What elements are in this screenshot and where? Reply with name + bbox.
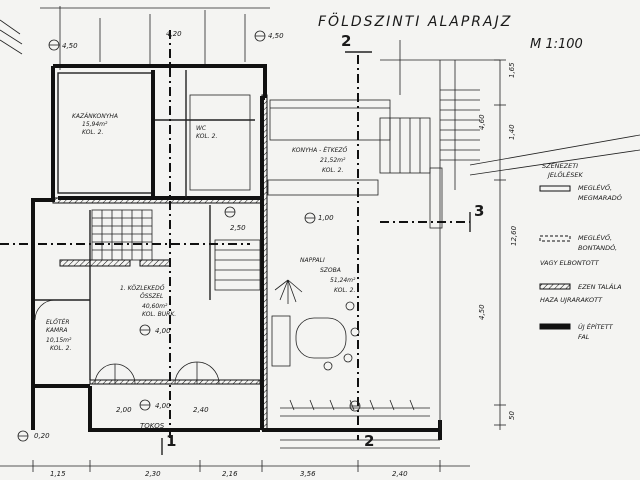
svg-text:4,20: 4,20	[166, 30, 182, 38]
svg-text:1,00: 1,00	[318, 214, 334, 222]
bottom-dim-2: 2,30	[145, 470, 161, 478]
legend-swatch-existing	[539, 185, 571, 192]
svg-text:TOKOS: TOKOS	[140, 422, 165, 430]
room-kozlekedo: 1. KÖZLEKEDŐ ÖSSZEL 40,60m² KOL. BURK.	[120, 285, 176, 318]
svg-text:KOL. 2.: KOL. 2.	[322, 167, 343, 174]
svg-text:4,00: 4,00	[155, 402, 171, 410]
svg-text:EZEN TALÁLA: EZEN TALÁLA	[578, 282, 622, 291]
svg-text:2,00: 2,00	[116, 406, 132, 414]
svg-text:4,50: 4,50	[478, 304, 486, 320]
svg-text:12,60: 12,60	[510, 225, 518, 246]
svg-text:1,65: 1,65	[508, 62, 516, 78]
svg-text:ELŐTÉR: ELŐTÉR	[46, 318, 69, 326]
svg-text:0,20: 0,20	[34, 432, 50, 440]
room-konyha-etkezo: KONYHA - ÉTKEZŐ 21,52m² KOL. 2.	[292, 146, 348, 174]
svg-text:1. KÖZLEKEDŐ: 1. KÖZLEKEDŐ	[120, 285, 165, 292]
bottom-dim-1: 1,15	[50, 470, 66, 478]
plan-title: FÖLDSZINTI ALAPRAJZ	[318, 12, 512, 30]
svg-text:NAPPALI: NAPPALI	[300, 257, 325, 264]
svg-text:MEGLÉVŐ,: MEGLÉVŐ,	[578, 233, 612, 242]
svg-text:KAMRA: KAMRA	[46, 327, 68, 334]
bottom-dim-3: 2,16	[222, 470, 238, 478]
hatched-walls	[52, 94, 268, 431]
plan-scale: M 1:100	[530, 37, 583, 52]
svg-text:2,40: 2,40	[193, 406, 209, 414]
svg-text:4,00: 4,00	[155, 327, 171, 335]
svg-text:15,94m²: 15,94m²	[82, 121, 108, 128]
legend-swatch-rebuilt	[539, 283, 571, 290]
room-wc: WC KOL. 2.	[196, 125, 217, 140]
svg-text:4,50: 4,50	[268, 32, 284, 40]
svg-text:MEGMARADÓ: MEGMARADÓ	[578, 193, 622, 202]
svg-text:ÚJ ÉPÍTETT: ÚJ ÉPÍTETT	[578, 322, 614, 331]
svg-text:51,24m²: 51,24m²	[330, 277, 356, 284]
bottom-dimension-line: 1,15 2,30 2,16 3,56 2,40	[0, 460, 470, 478]
section-mark-1: 1	[166, 432, 176, 450]
legend: SZÉNEZETI JELÖLÉSEK MEGLÉVŐ, MEGMARADÓ M…	[539, 161, 622, 341]
room-eloter: ELŐTÉR KAMRA 10,15m² KOL. 2.	[46, 318, 72, 352]
door-swings	[34, 299, 220, 385]
right-exterior	[380, 40, 640, 430]
svg-text:1,40: 1,40	[508, 124, 516, 140]
section-mark-2-bottom: 2	[364, 432, 374, 450]
section-mark-2-top: 2	[341, 32, 351, 50]
svg-text:ÖSSZEL: ÖSSZEL	[140, 293, 163, 300]
svg-text:SZOBA: SZOBA	[320, 267, 341, 274]
staircase	[91, 209, 261, 291]
svg-text:JELÖLÉSEK: JELÖLÉSEK	[546, 170, 584, 179]
svg-text:50: 50	[508, 411, 516, 420]
svg-text:KAZÁNKONYHA: KAZÁNKONYHA	[72, 113, 118, 120]
svg-text:HAZA UJRARAKOTT: HAZA UJRARAKOTT	[540, 296, 603, 304]
svg-text:MEGLÉVŐ,: MEGLÉVŐ,	[578, 183, 612, 192]
svg-text:KOL. 2.: KOL. 2.	[50, 345, 71, 352]
room-kazankonyha: KAZÁNKONYHA 15,94m² KOL. 2.	[72, 113, 118, 136]
svg-text:KOL. 2.: KOL. 2.	[196, 133, 217, 140]
svg-text:SZÉNEZETI: SZÉNEZETI	[542, 161, 578, 170]
svg-text:BONTANDÓ,: BONTANDÓ,	[578, 243, 617, 252]
svg-text:21,52m²: 21,52m²	[320, 157, 346, 164]
svg-text:4,50: 4,50	[62, 42, 78, 50]
svg-text:VAGY ELBONTOTT: VAGY ELBONTOTT	[540, 259, 600, 267]
legend-swatch-demolish	[539, 235, 571, 242]
section-axes	[0, 30, 471, 455]
corner-marks	[0, 6, 270, 70]
svg-text:40,60m²: 40,60m²	[142, 303, 168, 310]
misc-dimensions: 4,50 4,20 4,50 1,00 0,20 2,50 2,00 2,40 …	[34, 30, 334, 440]
svg-text:KOL. 2.: KOL. 2.	[82, 129, 103, 136]
bottom-dim-4: 3,56	[300, 470, 316, 478]
svg-text:FAL: FAL	[578, 333, 590, 341]
svg-text:4,60: 4,60	[478, 114, 486, 130]
svg-text:KOL. 2.: KOL. 2.	[334, 287, 355, 294]
legend-swatch-new	[539, 323, 571, 330]
svg-text:KOL. BURK.: KOL. BURK.	[142, 311, 176, 318]
room-nappali: NAPPALI SZOBA 51,24m² KOL. 2.	[300, 257, 356, 294]
svg-text:KONYHA - ÉTKEZŐ: KONYHA - ÉTKEZŐ	[292, 146, 348, 154]
svg-text:2,50: 2,50	[230, 224, 246, 232]
bottom-dim-5: 2,40	[392, 470, 408, 478]
right-dimension-labels: 1,65 4,60 1,40 12,60 4,50 50	[478, 62, 518, 420]
section-mark-3: 3	[474, 202, 484, 220]
hall-furniture	[267, 99, 443, 449]
svg-text:WC: WC	[196, 125, 207, 132]
svg-text:10,15m²: 10,15m²	[46, 337, 72, 344]
level-markers	[17, 30, 361, 442]
